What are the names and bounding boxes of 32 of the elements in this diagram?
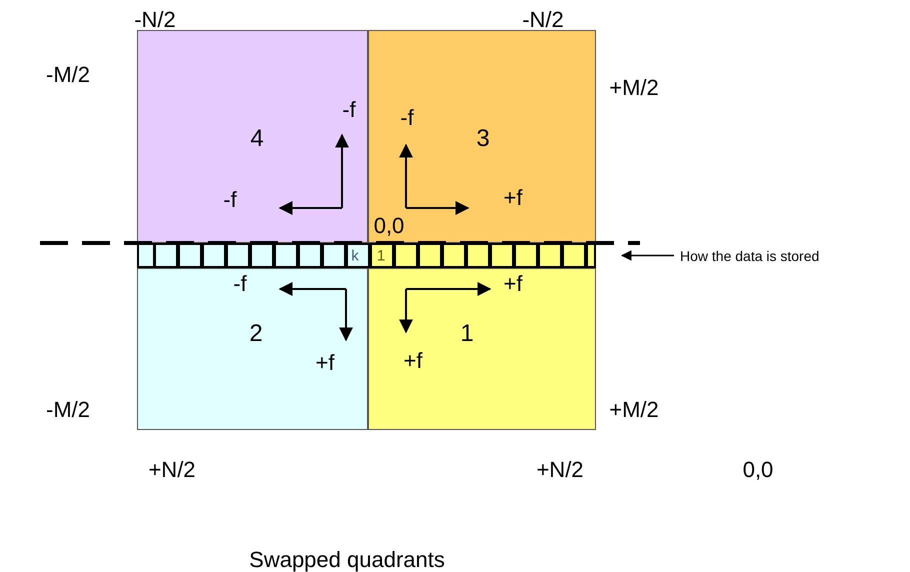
quadrant-number: 1 [460, 320, 474, 348]
axis-label: +f [504, 185, 522, 211]
axis-label: -M/2 [46, 62, 90, 88]
quadrant-number: 4 [250, 125, 264, 153]
axis-label: 0,0 [374, 213, 404, 239]
axis-label: -f [233, 271, 247, 297]
axis-label: +N/2 [148, 457, 196, 483]
axis-label: -f [400, 105, 414, 131]
quadrant [137, 268, 368, 430]
axis-label: +f [316, 350, 334, 376]
axis-label: -f [342, 97, 356, 123]
axis-label: +f [504, 271, 522, 297]
axis-label: +f [404, 348, 422, 374]
axis-label: -M/2 [46, 397, 90, 423]
axis-label: -f [223, 187, 237, 213]
data-strip [137, 243, 596, 268]
axis-label: -N/2 [134, 7, 176, 33]
axis-label: 0,0 [742, 457, 774, 483]
axis-label: -N/2 [522, 7, 564, 33]
cell-index: k [351, 248, 359, 264]
leader-arrow [620, 250, 674, 261]
annotation-text: How the data is stored [680, 248, 820, 264]
caption: Swapped quadrants [249, 547, 445, 572]
quadrant-number: 2 [249, 320, 263, 348]
quadrant-number: 3 [476, 125, 490, 153]
axis-label: +N/2 [536, 457, 584, 483]
axis-label: +M/2 [609, 397, 659, 423]
cell-index: 1 [376, 248, 386, 264]
quadrant [137, 30, 368, 243]
axis-label: +M/2 [609, 75, 659, 101]
quadrant [368, 30, 596, 243]
quadrant [368, 268, 596, 430]
